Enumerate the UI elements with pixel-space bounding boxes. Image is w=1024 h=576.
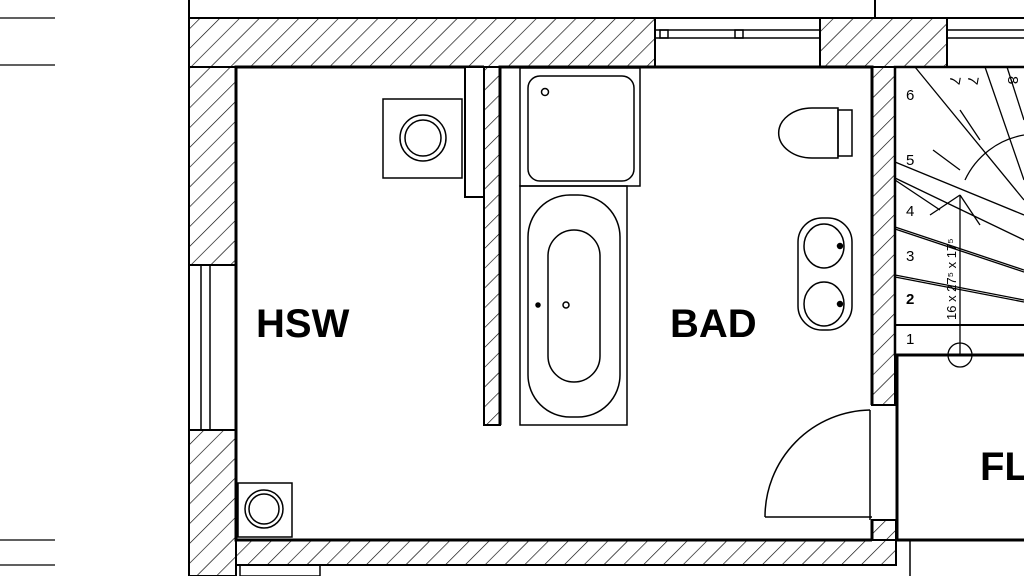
- window-left: [189, 264, 236, 431]
- boiler: [237, 482, 293, 538]
- double-sink: [797, 217, 853, 331]
- window-bottom: [239, 540, 911, 576]
- walls: [188, 0, 1024, 576]
- step-number: 3: [906, 248, 914, 265]
- door-swing: [764, 409, 872, 520]
- washing-machine: [382, 98, 463, 179]
- bathtub: [519, 185, 628, 426]
- room-label-flur: FL: [980, 445, 1024, 489]
- margin-lines: [0, 17, 55, 566]
- window-top: [655, 29, 1024, 68]
- step-number: 6: [906, 87, 914, 104]
- step-number: 7: [945, 75, 963, 86]
- installation-shaft: [464, 66, 485, 198]
- stair-dimension: 16 x 27⁵ x 17⁵: [944, 238, 959, 320]
- step-number: 7: [963, 75, 981, 86]
- shower-tray: [519, 67, 641, 187]
- step-number: 4: [906, 203, 914, 220]
- stair-step-numbers: 1 2 3 4 5 6 7 7 8 16 x 27⁵ x 17⁵: [906, 75, 1021, 348]
- room-label-hsw: HSW: [256, 302, 350, 346]
- room-label-bad: BAD: [670, 302, 757, 346]
- step-number: 8: [1004, 76, 1021, 84]
- step-number: 5: [906, 152, 914, 169]
- step-number: 2: [906, 291, 914, 308]
- staircase: [894, 66, 1024, 368]
- toilet: [777, 107, 853, 159]
- step-number: 1: [906, 331, 914, 348]
